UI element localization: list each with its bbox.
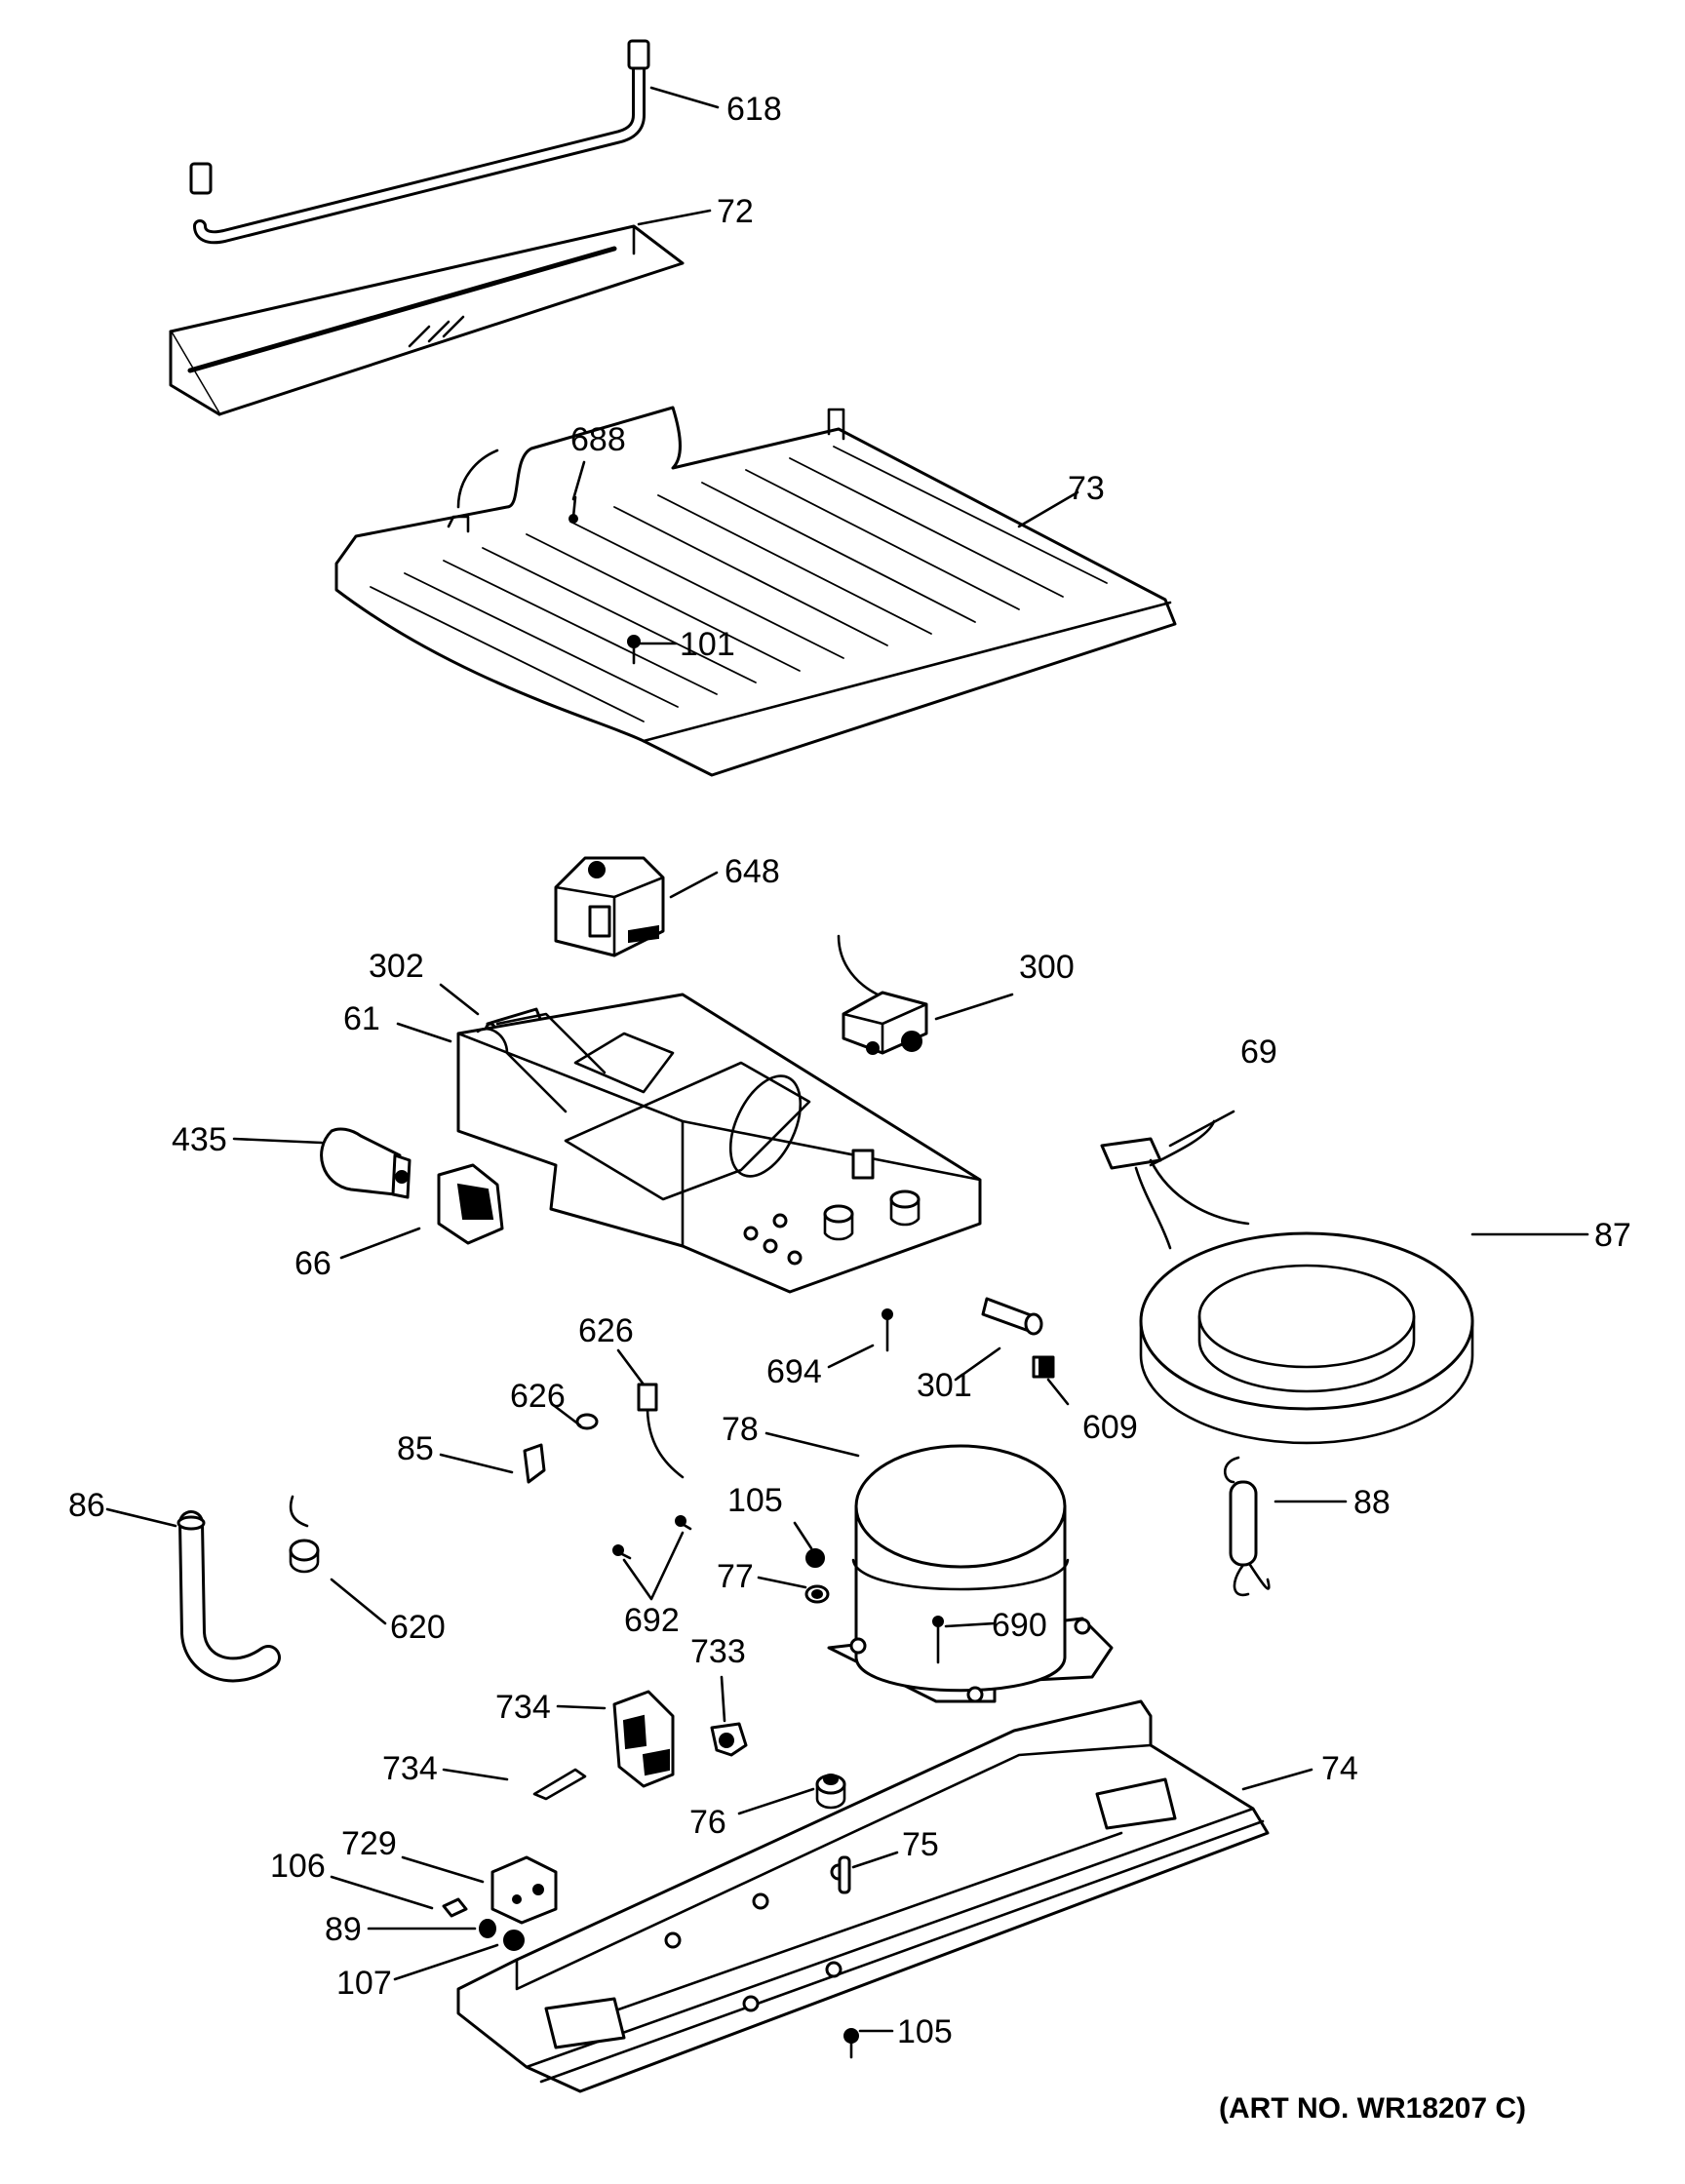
part-733-overload (710, 1722, 748, 1757)
part-301-plug (981, 1297, 1043, 1336)
label-61: 61 (343, 1000, 380, 1037)
part-435-bulb (320, 1127, 411, 1199)
label-86: 86 (68, 1487, 105, 1524)
label-300: 300 (1019, 949, 1075, 986)
part-73-drain-pan (334, 406, 1177, 777)
part-618-tube (189, 39, 650, 245)
leader-lines (105, 86, 1589, 2033)
part-688-screw (568, 495, 578, 524)
part-729-terminal-block (490, 1855, 558, 1925)
part-85-clip (523, 1443, 546, 1484)
part-66-knob (437, 1163, 504, 1245)
art-number: (ART NO. WR18207 C) (1219, 2092, 1526, 2125)
label-69: 69 (1240, 1034, 1277, 1071)
label-72: 72 (717, 193, 754, 230)
part-300-switch (837, 934, 928, 1055)
part-105-grommet (805, 1548, 825, 1568)
label-626-upper: 626 (578, 1312, 634, 1349)
part-626-wire (637, 1383, 685, 1479)
label-73: 73 (1068, 470, 1105, 507)
label-688: 688 (570, 421, 626, 458)
label-626-lower: 626 (510, 1378, 566, 1415)
part-86-hose (176, 1510, 281, 1683)
part-74-base (456, 1699, 1270, 2093)
label-75: 75 (902, 1826, 939, 1863)
label-85: 85 (397, 1430, 434, 1467)
label-88: 88 (1353, 1484, 1391, 1521)
part-107-washer (503, 1930, 525, 1951)
part-76-grommet (815, 1774, 846, 1810)
label-107: 107 (336, 1965, 392, 2002)
label-694: 694 (766, 1353, 822, 1390)
part-72-trough (169, 224, 685, 416)
label-105-lower: 105 (897, 2013, 953, 2050)
part-609-block (1032, 1355, 1055, 1379)
part-734-clip (532, 1768, 587, 1801)
label-74: 74 (1321, 1750, 1358, 1787)
label-734-lower: 734 (382, 1750, 438, 1787)
label-734-upper: 734 (495, 1689, 551, 1726)
part-75-pin (838, 1855, 851, 1894)
part-648-timer (554, 856, 665, 957)
part-105-screw (843, 2028, 859, 2059)
label-609: 609 (1082, 1409, 1138, 1446)
label-77: 77 (717, 1558, 754, 1595)
part-692-screws (612, 1515, 692, 1560)
part-77-washer (804, 1584, 830, 1604)
label-301: 301 (917, 1367, 972, 1404)
label-76: 76 (689, 1804, 726, 1841)
label-733: 733 (690, 1633, 746, 1670)
label-105-upper: 105 (727, 1482, 783, 1519)
label-692: 692 (624, 1602, 680, 1639)
part-694-screw (882, 1308, 893, 1352)
label-89: 89 (325, 1911, 362, 1948)
part-690-pin (932, 1616, 944, 1664)
label-78: 78 (722, 1411, 759, 1448)
label-66: 66 (294, 1245, 332, 1282)
part-78-compressor (827, 1444, 1114, 1703)
part-89-washer (479, 1919, 496, 1938)
label-435: 435 (172, 1121, 227, 1158)
label-729: 729 (341, 1825, 397, 1862)
label-618: 618 (726, 91, 782, 128)
label-690: 690 (992, 1607, 1047, 1644)
label-648: 648 (725, 853, 780, 890)
part-88-heater (1223, 1456, 1271, 1597)
label-106: 106 (270, 1848, 326, 1885)
label-620: 620 (390, 1609, 446, 1646)
label-87: 87 (1594, 1217, 1631, 1254)
part-87-pan (1139, 1231, 1474, 1445)
label-101: 101 (680, 626, 735, 663)
part-626-clip (575, 1413, 599, 1430)
part-734-relay (612, 1690, 675, 1788)
part-69-connector (1100, 1119, 1250, 1250)
part-61-control-housing (456, 993, 982, 1294)
label-302: 302 (369, 948, 424, 985)
part-106-screw (442, 1897, 468, 1918)
part-620-grommet (289, 1495, 320, 1574)
part-number-labels: 618 72 688 73 101 648 302 300 61 69 435 … (68, 91, 1631, 2050)
